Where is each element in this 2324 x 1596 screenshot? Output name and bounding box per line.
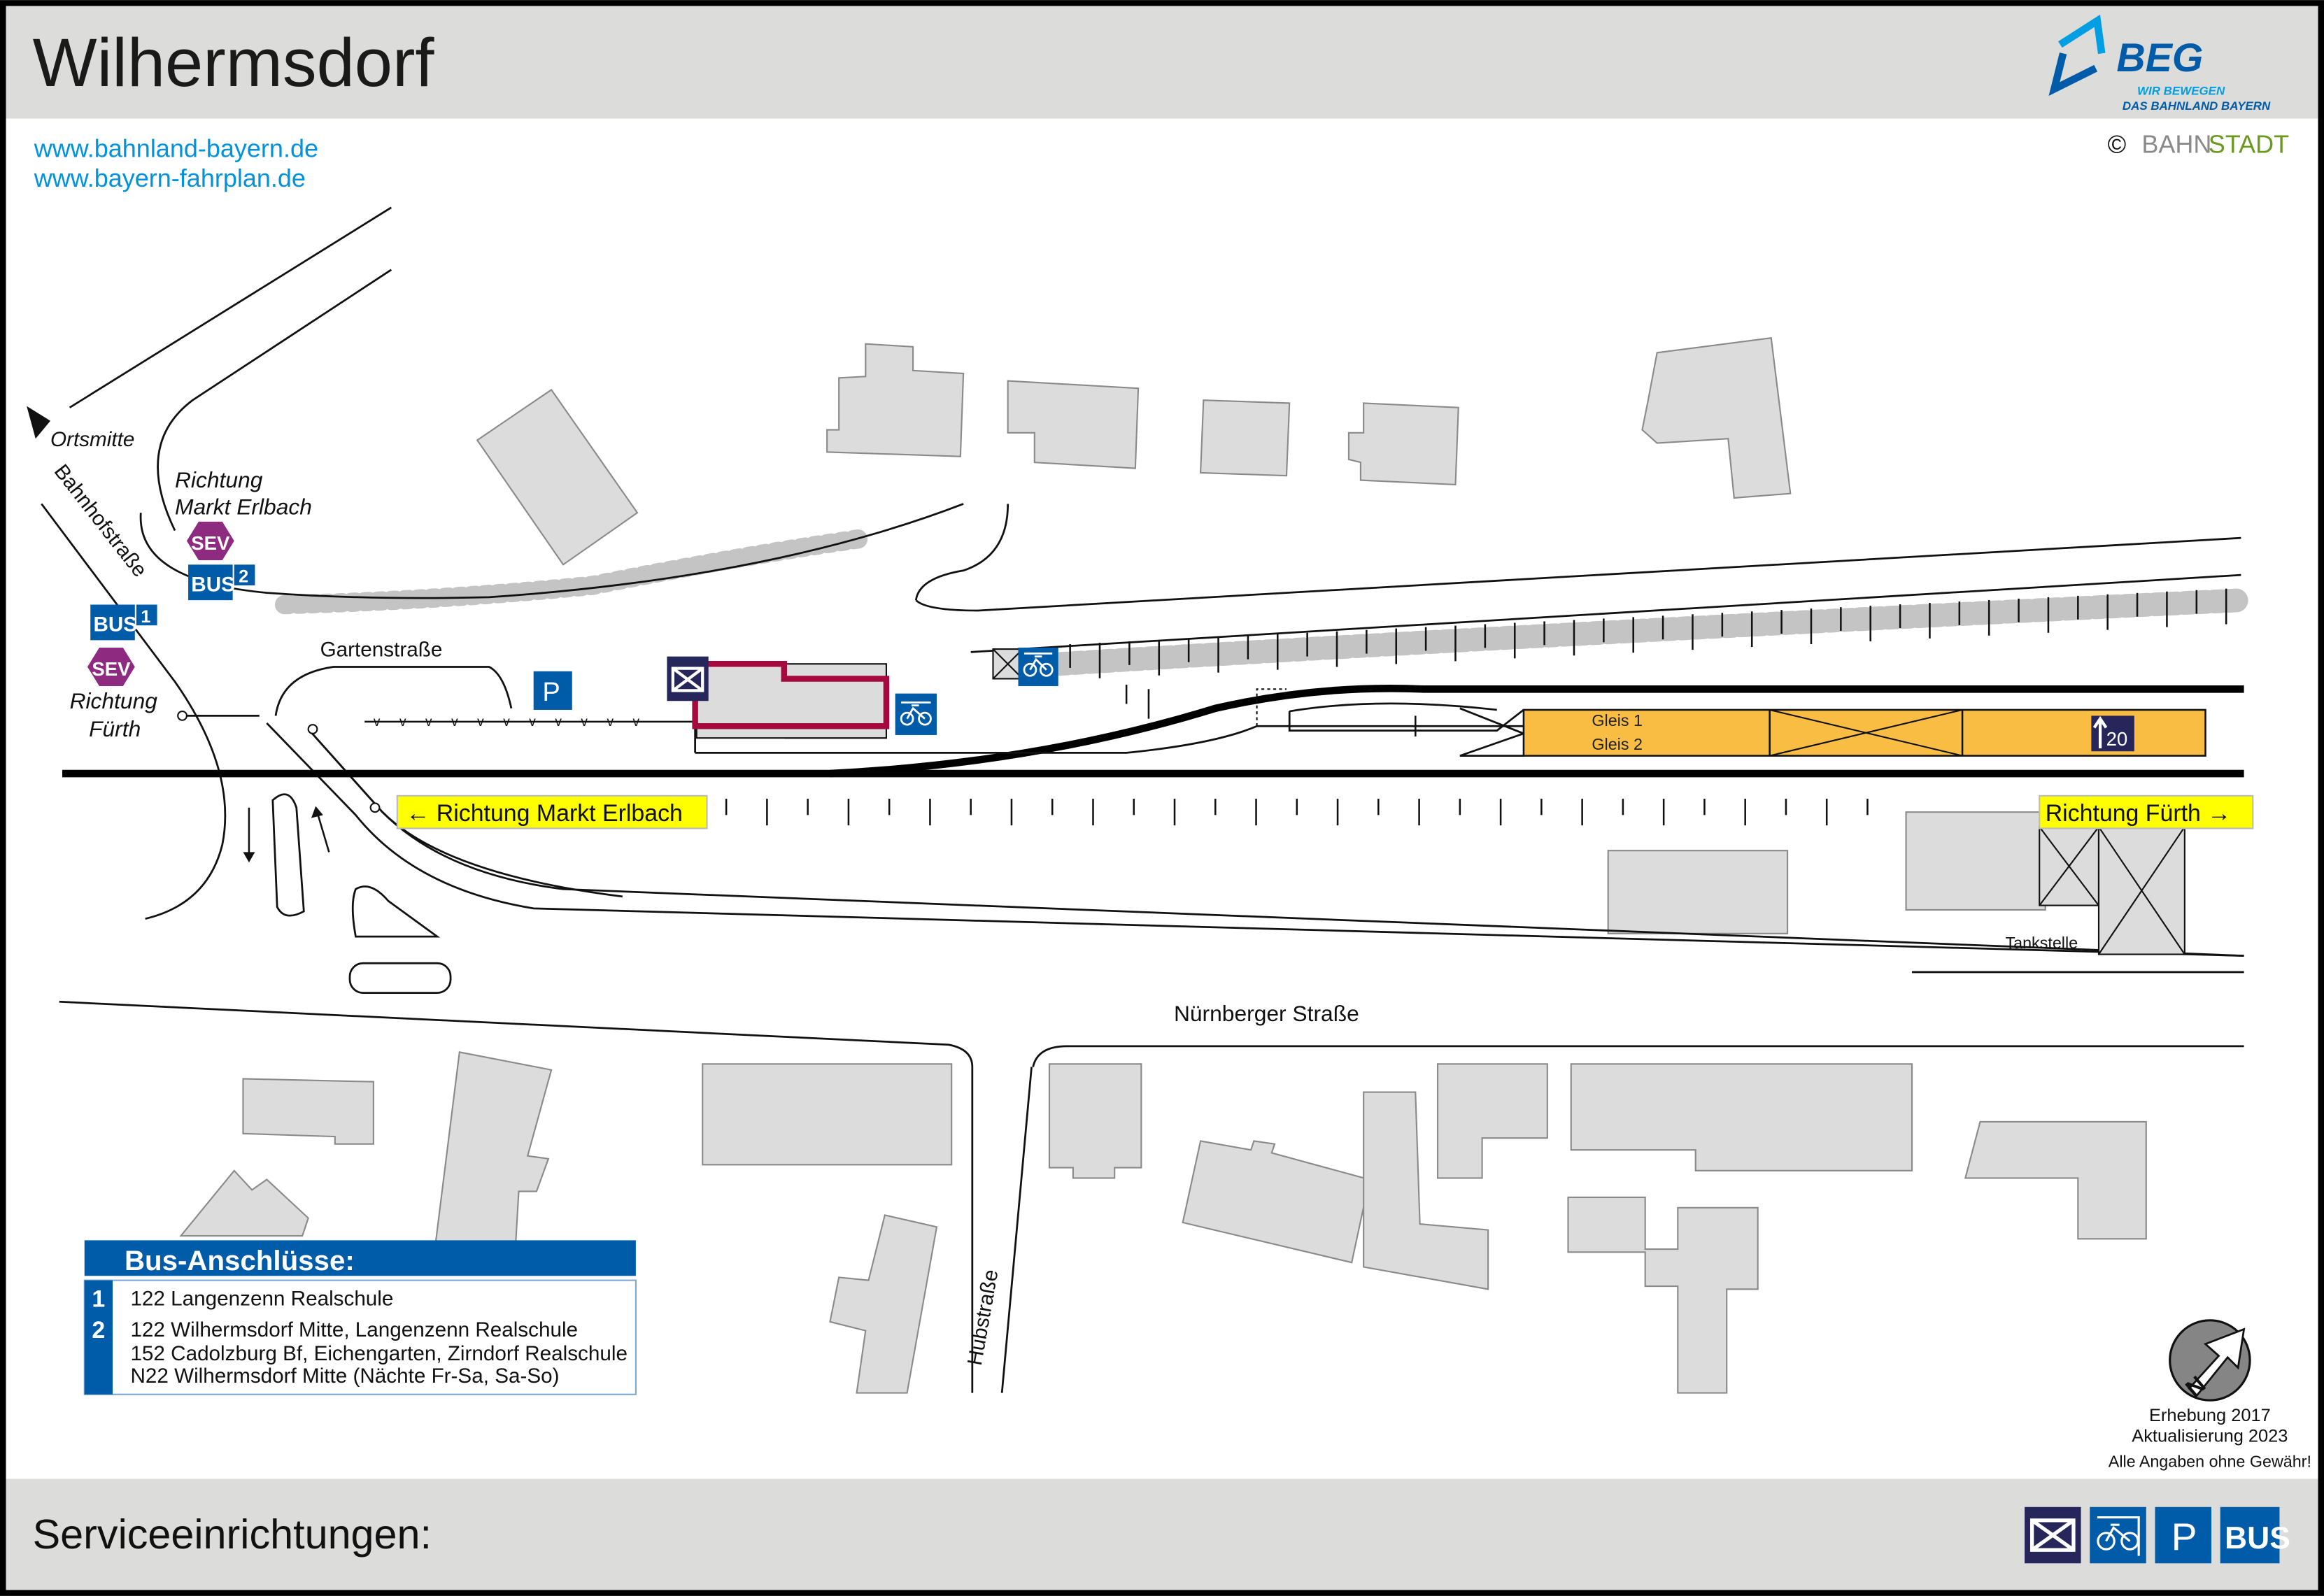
bus-line: 122 Langenzenn Realschule xyxy=(130,1288,393,1311)
buildings xyxy=(179,336,2147,1394)
hedge-upper-right xyxy=(1047,588,2253,676)
beg-logo: BEG WIR BEWEGEN DAS BAHNLAND BAYERN xyxy=(2048,14,2271,113)
bus-stop-number: 2 xyxy=(92,1317,105,1344)
disclaimer: Alle Angaben ohne Gewähr! xyxy=(2109,1453,2311,1471)
svg-text:www.bayern-fahrplan.de: www.bayern-fahrplan.de xyxy=(34,164,306,192)
svg-text:2: 2 xyxy=(239,567,248,587)
svg-text:← Richtung Markt Erlbach: ← Richtung Markt Erlbach xyxy=(406,800,683,827)
svg-text:SEV: SEV xyxy=(191,532,230,554)
svg-text:BUS: BUS xyxy=(93,613,137,636)
parking-icon[interactable]: P xyxy=(533,671,572,710)
platform: Gleis 1 Gleis 2 20 xyxy=(1522,708,2206,757)
bus-stop-number: 1 xyxy=(92,1286,105,1313)
footer-parking-icon: P xyxy=(2155,1506,2211,1564)
bus-line: 152 Cadolzburg Bf, Eichengarten, Zirndor… xyxy=(130,1342,628,1365)
fence-ticks-upper xyxy=(1069,588,2227,678)
railway-tracks xyxy=(62,684,2244,778)
bicycle-parking-icon[interactable] xyxy=(1018,647,1058,687)
north-arrow-icon: N xyxy=(2169,1319,2251,1402)
bus-panel-title: Bus-Anschlüsse: xyxy=(125,1245,355,1276)
gas-station-building xyxy=(2039,826,2185,955)
ticket-machine-icon[interactable] xyxy=(667,656,709,701)
logo-text: BEG xyxy=(2116,36,2203,80)
track-2-label: Gleis 2 xyxy=(1592,735,1643,753)
svg-text:www.bahnland-bayern.de: www.bahnland-bayern.de xyxy=(34,134,318,163)
direction-erlbach-line2: Markt Erlbach xyxy=(175,494,312,519)
header-bar xyxy=(6,6,2318,119)
gas-station-label: Tankstelle xyxy=(2005,934,2078,952)
footer-bar xyxy=(6,1479,2318,1590)
sev-stop-1-icon[interactable]: SEV xyxy=(87,647,135,687)
link-bahnland-bayern[interactable]: www.bahnland-bayern.de xyxy=(34,134,318,163)
link-bayern-fahrplan[interactable]: www.bayern-fahrplan.de xyxy=(34,164,306,192)
direction-sign-fuerth: Richtung Fürth → xyxy=(2039,795,2254,829)
svg-text:©: © xyxy=(2108,129,2127,158)
direction-erlbach-line1: Richtung xyxy=(175,467,263,492)
svg-text:P: P xyxy=(542,677,560,707)
bus-connections-panel: Bus-Anschlüsse: 1 122 Langenzenn Realsch… xyxy=(83,1240,637,1395)
page-title: Wilhermsdorf xyxy=(33,24,435,101)
fence-ticks xyxy=(725,799,1869,826)
bus-stop-1-icon[interactable]: BUS 1 xyxy=(90,604,157,641)
survey-year: Erhebung 2017 xyxy=(2149,1406,2271,1425)
bahnstadt-copyright: © BAHN STADT xyxy=(2108,129,2289,158)
svg-text:WIR BEWEGEN: WIR BEWEGEN xyxy=(2137,85,2225,98)
bus-line: 122 Wilhermsdorf Mitte, Langenzenn Reals… xyxy=(130,1318,578,1341)
svg-text:BUS: BUS xyxy=(2225,1521,2290,1555)
shelter-left xyxy=(992,648,1023,680)
footer-bus-icon: BUS xyxy=(2220,1506,2290,1564)
platform-height-sign: 20 xyxy=(2091,715,2134,752)
svg-text:P: P xyxy=(2171,1515,2197,1558)
track-1-label: Gleis 1 xyxy=(1592,711,1643,729)
direction-fuerth-line1: Richtung xyxy=(70,688,158,713)
svg-text:BUS: BUS xyxy=(191,573,235,596)
bus-line: N22 Wilhermsdorf Mitte (Nächte Fr-Sa, Sa… xyxy=(130,1365,559,1388)
svg-text:Richtung Fürth →: Richtung Fürth → xyxy=(2046,800,2231,827)
roads xyxy=(41,206,2244,1393)
bus-stop-2-icon[interactable]: BUS 2 xyxy=(188,564,255,601)
svg-text:SEV: SEV xyxy=(92,658,131,680)
svg-text:BAHN: BAHN xyxy=(2141,129,2211,158)
fence-marks: vvvvvvvvvvv xyxy=(374,715,659,729)
sev-stop-2-icon[interactable]: SEV xyxy=(186,521,234,560)
services-label: Serviceeinrichtungen: xyxy=(33,1511,432,1558)
bicycle-parking-icon[interactable] xyxy=(895,693,937,735)
street-gartenstrasse: Gartenstraße xyxy=(320,639,443,662)
ortsmitte-arrow-icon xyxy=(27,406,51,439)
update-year: Aktualisierung 2023 xyxy=(2132,1427,2288,1446)
hedge-upper-left xyxy=(275,528,876,615)
station-building xyxy=(692,661,890,739)
svg-text:1: 1 xyxy=(141,607,150,627)
street-nuernberger: Nürnberger Straße xyxy=(1174,1001,1359,1026)
footer-ticket-machine-icon xyxy=(2025,1506,2081,1564)
footer-bicycle-parking-icon xyxy=(2090,1506,2146,1564)
street-ortsmitte: Ortsmitte xyxy=(50,428,134,451)
direction-sign-markt-erlbach: ← Richtung Markt Erlbach xyxy=(396,795,708,829)
svg-text:20: 20 xyxy=(2106,728,2128,750)
svg-text:DAS BAHNLAND BAYERN: DAS BAHNLAND BAYERN xyxy=(2123,99,2271,113)
svg-text:STADT: STADT xyxy=(2209,129,2289,158)
direction-fuerth-line2: Fürth xyxy=(89,716,141,741)
